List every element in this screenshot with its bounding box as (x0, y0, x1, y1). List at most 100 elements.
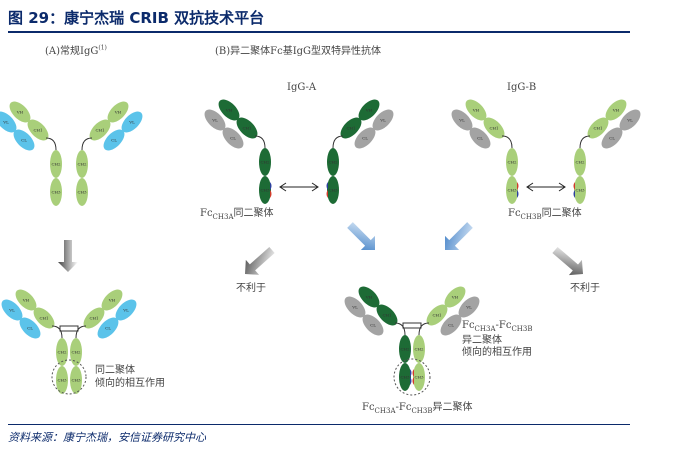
ch2-domain (506, 148, 518, 176)
note-line: 倾向的相互作用 (95, 378, 165, 389)
mutation-mark (270, 190, 272, 198)
vl-domain (619, 109, 641, 131)
vh-domain (465, 99, 487, 121)
note-line: 同二聚体 (95, 365, 135, 376)
ch2-domain (327, 148, 339, 176)
hinge (254, 135, 266, 149)
mutation-mark (412, 377, 414, 385)
homodimer-note: 同二聚体倾向的相互作用 (95, 364, 165, 390)
source-note: 资料来源：康宁杰瑞，安信证券研究中心 (8, 431, 206, 444)
vh-domain (605, 99, 627, 121)
ch2-domain (413, 335, 425, 363)
igg-b-label: IgG-B (507, 82, 537, 93)
note-line: 异二聚体 (462, 335, 502, 346)
ch1-domain-label: CH1 (33, 128, 42, 133)
cl-domain (13, 129, 35, 151)
vh-domain-label: VH (22, 298, 30, 303)
ch1-domain (376, 304, 398, 326)
ch3-domain-label: CH3 (77, 190, 87, 195)
heterodimer-note: FcCH3A-FcCH3B 异二聚体 倾向的相互作用 (462, 320, 533, 359)
vh-domain-label: VH (108, 298, 116, 303)
vl-domain (115, 299, 137, 321)
vh-domain (9, 101, 31, 123)
ch3-domain-label: CH3 (51, 190, 61, 195)
ch3-domain (574, 176, 586, 204)
ch3-domain (70, 366, 82, 394)
cl-domain-label: CL (362, 136, 368, 141)
ch3-domain-label: CH3 (414, 375, 424, 380)
fc-ch3a-homodimer-label: FcCH3A同二聚体 (200, 204, 274, 221)
ch3-domain-label: CH3 (260, 188, 270, 193)
ch2-domain-label: CH2 (507, 160, 517, 165)
ch1-domain-label: CH1 (489, 126, 498, 131)
panel-a-label: (A)常规IgG(1) (45, 42, 107, 57)
panel-a-footnote: (1) (98, 44, 107, 52)
label-sub: CH3A (474, 325, 496, 333)
ch3-domain (399, 363, 411, 391)
mutation-mark (573, 182, 575, 190)
cl-domain-label: CL (609, 136, 615, 141)
ch3-domain (50, 178, 62, 206)
mutation-mark (410, 369, 412, 377)
vh-domain (15, 289, 37, 311)
mutation-mark (326, 190, 328, 198)
ch3-domain-label: CH3 (400, 375, 410, 380)
ch1-domain-label: CH1 (432, 313, 441, 318)
mutation-mark (410, 377, 412, 385)
ch1-domain-label: CH1 (89, 316, 98, 321)
ch3-domain-label: CH3 (575, 188, 585, 193)
label-part: -Fc (395, 402, 412, 413)
vl-domain (372, 109, 394, 131)
ch1-domain (83, 307, 105, 329)
vh-domain-label: VH (365, 108, 373, 113)
ch2-domain-label: CH2 (71, 350, 81, 355)
cl-domain-label: CL (111, 138, 117, 143)
ch1-domain-label: CH1 (593, 126, 602, 131)
vl-domain (1, 299, 23, 321)
hinge (45, 137, 57, 151)
cl-domain-label: CL (230, 136, 236, 141)
vh-domain-label: VH (612, 108, 620, 113)
ch2-domain (76, 150, 88, 178)
cl-domain-label: CL (477, 136, 483, 141)
vh-domain-label: VH (16, 110, 24, 115)
ch3-domain-label: CH3 (507, 188, 517, 193)
label-part: 同二聚体 (233, 208, 274, 219)
ch1-domain (89, 119, 111, 141)
hinge (81, 137, 93, 151)
vh-domain-label: VH (365, 295, 373, 300)
ch2-domain-label: CH2 (328, 160, 338, 165)
mutation-mark (573, 190, 575, 198)
ch2-domain (574, 148, 586, 176)
vh-domain-label: VH (451, 295, 459, 300)
vh-domain (107, 101, 129, 123)
ch1-domain (33, 307, 55, 329)
igg-a-label: IgG-A (287, 82, 317, 93)
double-arrow-head (279, 182, 319, 192)
label-sub: CH3A (212, 213, 234, 221)
label-part: -Fc (495, 320, 512, 331)
label-part: Fc (200, 208, 213, 219)
vl-domain (344, 296, 366, 318)
vh-domain-label: VH (472, 108, 480, 113)
ch2-domain-label: CH2 (260, 160, 270, 165)
label-part: Fc (362, 402, 375, 413)
ch1-domain (587, 117, 609, 139)
mutation-mark (270, 182, 272, 190)
fc-ch3b-homodimer-label: FcCH3B同二聚体 (508, 204, 582, 221)
ch1-domain (236, 117, 258, 139)
gray-arrow-right (552, 246, 584, 276)
ch1-domain-label: CH1 (242, 126, 251, 131)
cl-domain-label: CL (448, 323, 454, 328)
label-sub: CH3A (374, 407, 396, 415)
ch2-domain (399, 335, 411, 363)
note-line: FcCH3A-FcCH3B (462, 320, 533, 335)
ch2-domain-label: CH2 (414, 347, 424, 352)
vl-domain (451, 109, 473, 131)
cl-domain (103, 129, 125, 151)
vl-domain-label: VL (465, 305, 472, 310)
ch1-domain (426, 304, 448, 326)
ch1-domain-label: CH1 (346, 126, 355, 131)
vh-domain (218, 99, 240, 121)
